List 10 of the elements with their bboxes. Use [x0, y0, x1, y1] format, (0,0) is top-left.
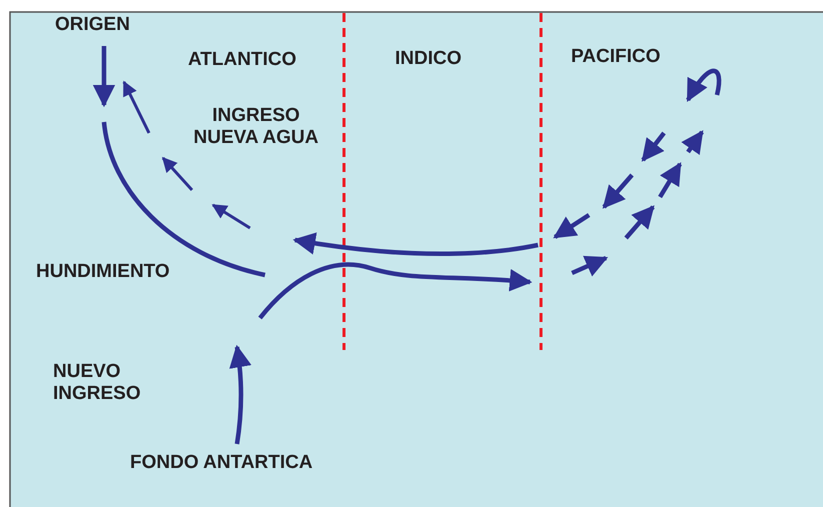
current-arrow	[229, 344, 252, 444]
region-label: PACIFICO	[571, 46, 660, 68]
region-label: NUEVO INGRESO	[53, 361, 142, 405]
current-arrow	[92, 46, 116, 108]
region-label: ATLANTICO	[188, 49, 296, 71]
region-label: HUNDIMIENTO	[36, 261, 170, 283]
region-label: INGRESO NUEVA AGUA	[192, 105, 320, 149]
region-label: INDICO	[395, 48, 462, 70]
place-label: FONDO ANTARTICA	[130, 452, 313, 474]
place-label: ORIGEN	[55, 14, 130, 36]
